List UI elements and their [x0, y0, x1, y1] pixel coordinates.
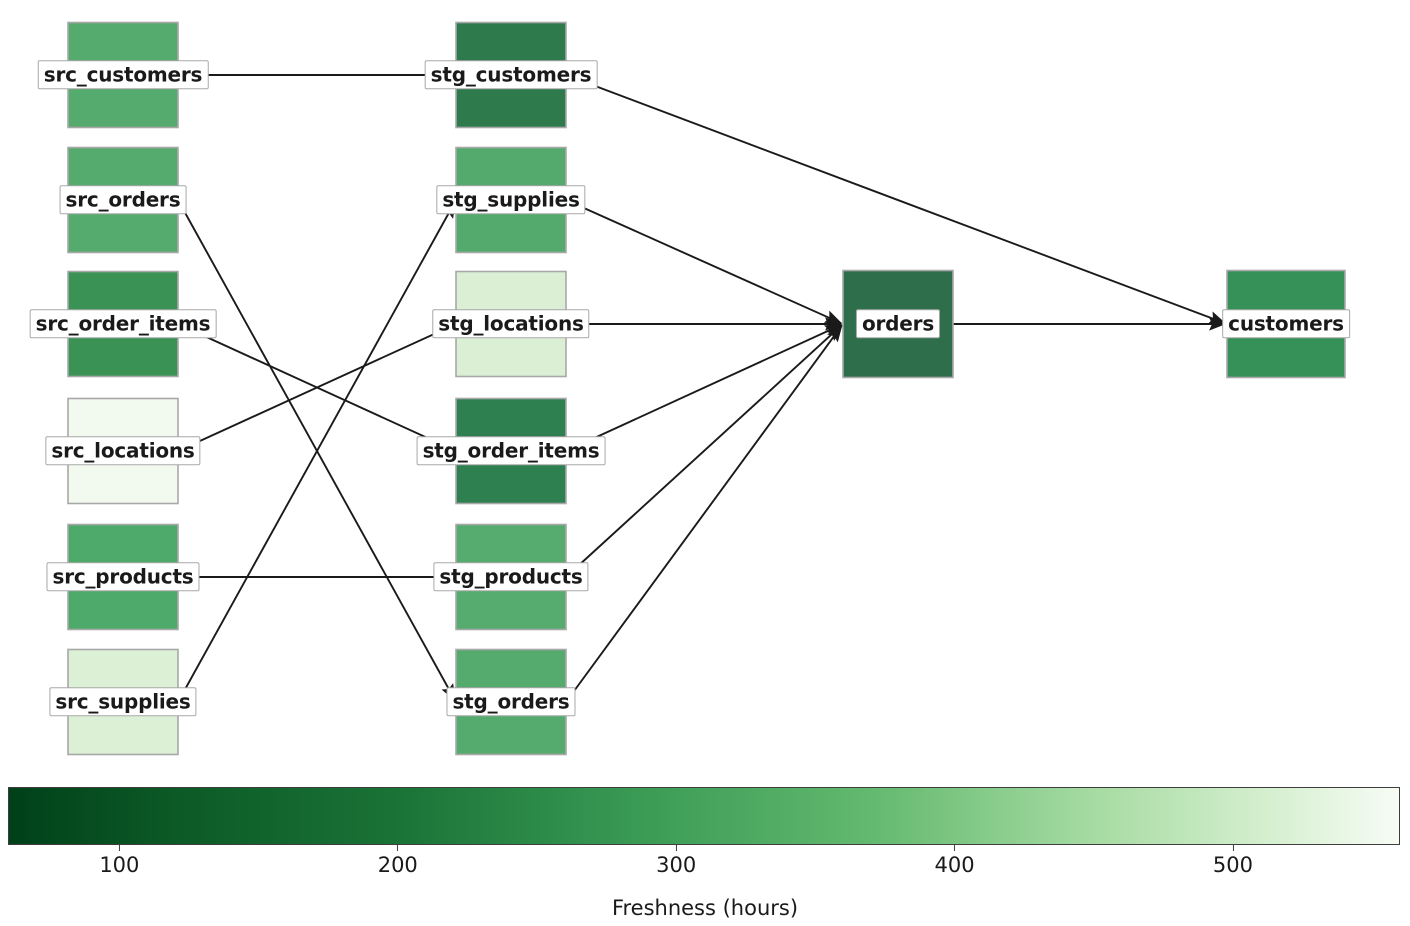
edge-stg_supplies-to-orders — [565, 199, 843, 325]
node-label-stg_supplies[interactable]: stg_supplies — [436, 185, 586, 215]
colorbar-ticklabel-300: 300 — [656, 853, 697, 877]
colorbar-tick-300: 300 — [656, 845, 696, 877]
edges-layer — [177, 74, 1227, 703]
colorbar-ticklabel-500: 500 — [1212, 853, 1253, 877]
colorbar-tickmark-400 — [954, 845, 956, 851]
node-label-stg_products[interactable]: stg_products — [433, 562, 589, 592]
colorbar-tickmark-500 — [1232, 845, 1234, 851]
node-label-orders[interactable]: orders — [855, 309, 941, 339]
edge-src_locations-to-stg_locations — [177, 323, 456, 452]
nodes-layer — [67, 21, 1346, 756]
edge-stg_orders-to-orders — [565, 324, 843, 703]
colorbar-gradient — [9, 788, 1399, 844]
edge-stg_order_items-to-orders — [565, 323, 843, 452]
node-label-stg_locations[interactable]: stg_locations — [432, 309, 590, 339]
colorbar-tickmark-300 — [675, 845, 677, 851]
colorbar-ticklabel-400: 400 — [934, 853, 975, 877]
colorbar-tick-200: 200 — [378, 845, 418, 877]
node-label-src_order_items[interactable]: src_order_items — [29, 309, 217, 339]
colorbar-ticks: 100 200 300 400 500 — [8, 845, 1400, 885]
node-label-src_supplies[interactable]: src_supplies — [49, 687, 197, 717]
colorbar-ticklabel-100: 100 — [99, 853, 140, 877]
colorbar-tickmark-100 — [118, 845, 120, 851]
edge-src_supplies-to-stg_supplies — [177, 200, 456, 703]
edge-stg_products-to-orders — [565, 324, 843, 578]
edge-stg_customers-to-customers — [565, 74, 1227, 325]
node-label-stg_orders[interactable]: stg_orders — [446, 687, 576, 717]
colorbar-tick-100: 100 — [99, 845, 139, 877]
node-label-src_orders[interactable]: src_orders — [59, 185, 187, 215]
colorbar-tickmark-200 — [397, 845, 399, 851]
colorbar-ticklabel-200: 200 — [377, 853, 418, 877]
node-label-stg_order_items[interactable]: stg_order_items — [416, 436, 606, 466]
colorbar-tick-400: 400 — [935, 845, 975, 877]
colorbar-title: Freshness (hours) — [611, 896, 799, 920]
node-label-stg_customers[interactable]: stg_customers — [424, 60, 598, 90]
colorbar-tick-500: 500 — [1213, 845, 1253, 877]
node-label-src_customers[interactable]: src_customers — [37, 60, 209, 90]
node-label-customers[interactable]: customers — [1222, 309, 1350, 339]
node-label-src_locations[interactable]: src_locations — [45, 436, 201, 466]
colorbar — [8, 787, 1400, 845]
node-label-src_products[interactable]: src_products — [46, 562, 200, 592]
